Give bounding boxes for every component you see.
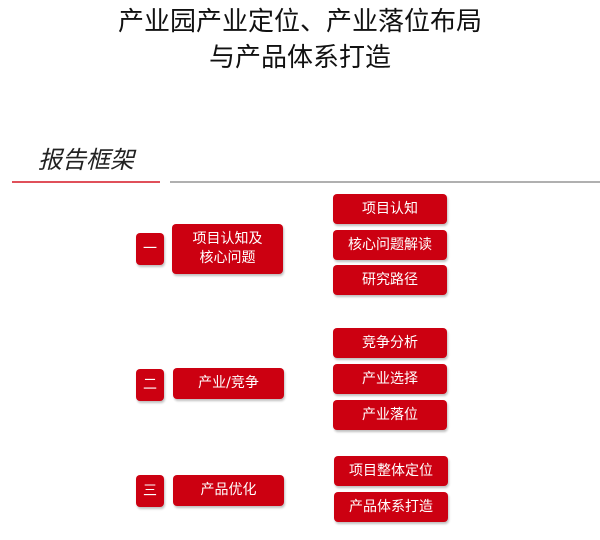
- group-sub-item: 核心问题解读: [333, 230, 447, 260]
- group-main-box: 产业/竞争: [173, 368, 284, 399]
- group-number-badge: 二: [136, 369, 164, 401]
- group-sub-item: 产业落位: [333, 400, 447, 430]
- page-title-line-2: 与产品体系打造: [208, 43, 391, 73]
- group-sub-item: 项目认知: [333, 194, 447, 224]
- group-sub-item: 竞争分析: [333, 328, 447, 358]
- group-sub-item: 产品体系打造: [334, 492, 448, 522]
- section-divider-accent: [12, 181, 160, 183]
- group-main-box: 产品优化: [173, 475, 284, 506]
- group-sub-item: 产业选择: [333, 364, 447, 394]
- group-main-box: 项目认知及核心问题: [172, 224, 283, 274]
- page-title-line-1: 产业园产业定位、产业落位布局: [117, 7, 482, 37]
- group-number-badge: 三: [136, 475, 164, 507]
- group-sub-item: 项目整体定位: [334, 456, 448, 486]
- group-number-badge: 一: [136, 233, 164, 265]
- section-divider: [170, 181, 600, 183]
- group-sub-item: 研究路径: [333, 265, 447, 295]
- section-title: 报告框架: [38, 146, 134, 174]
